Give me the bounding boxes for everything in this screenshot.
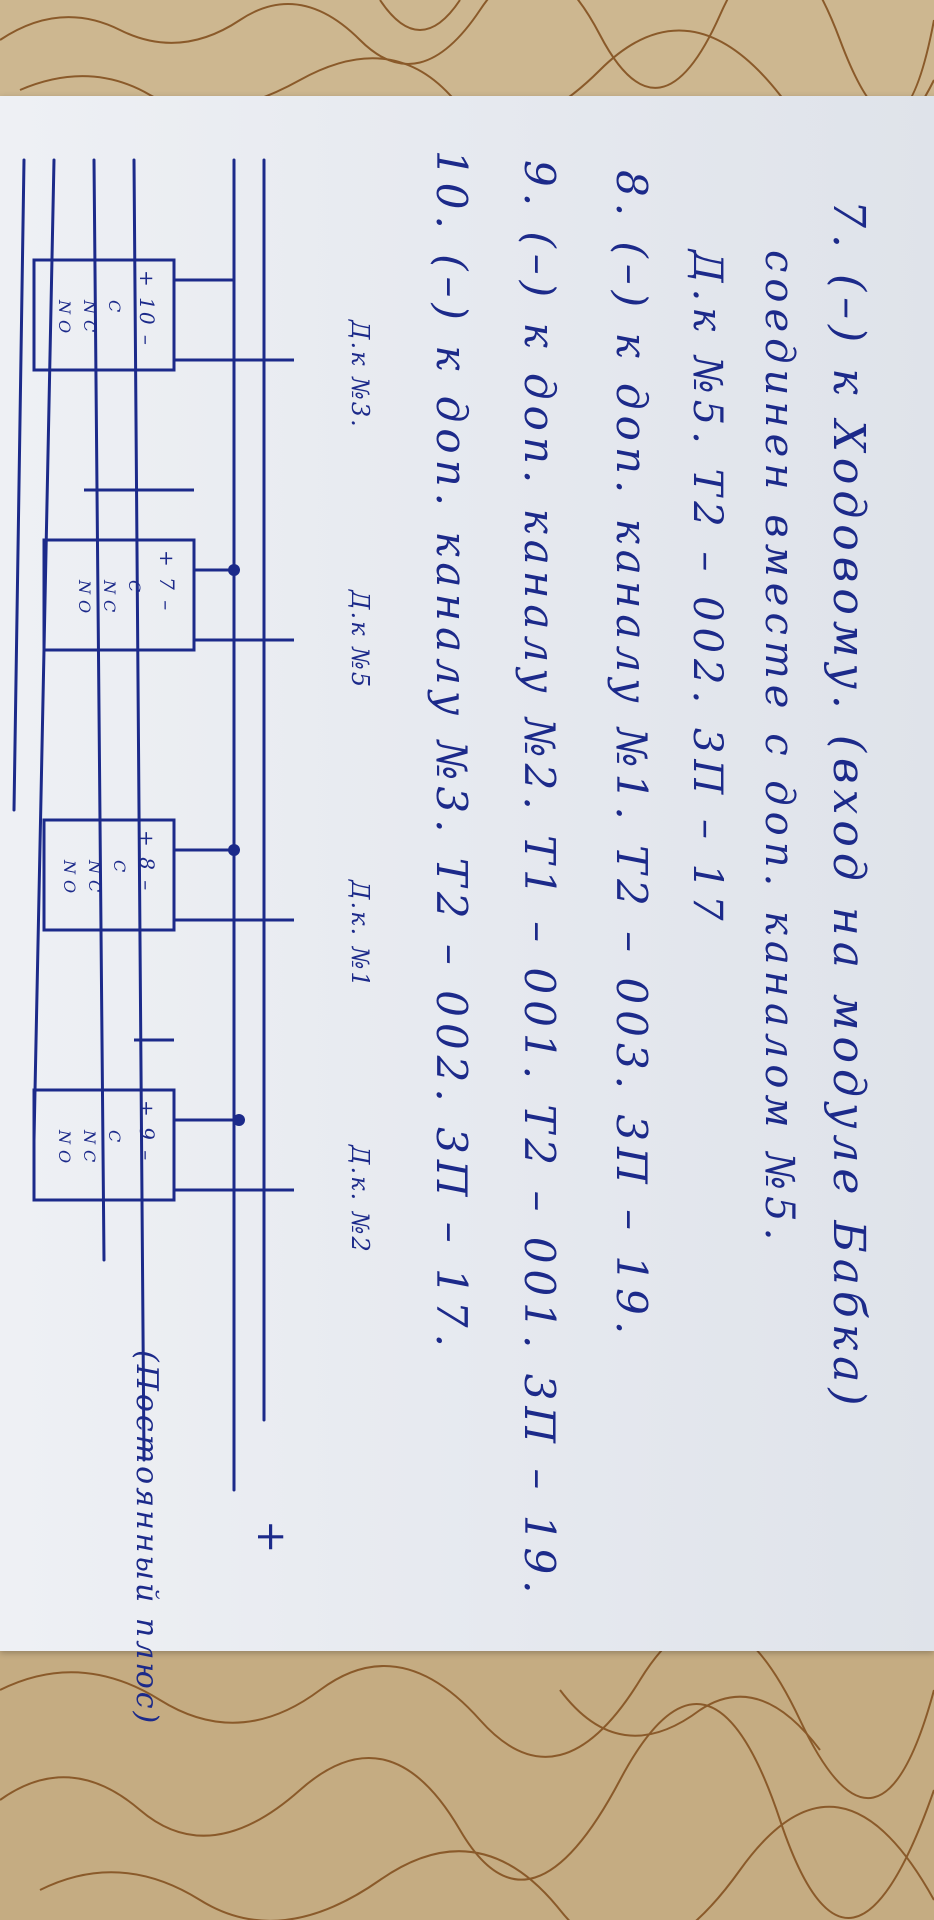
fabric-top [0,0,934,110]
module-10-pin-no: NO [55,300,74,340]
module-7-pin-no: NO [75,580,94,620]
module-8-number: + 8 – [135,830,159,893]
module-9-pin-c: C [105,1130,124,1149]
module-10-number: + 10 – [135,270,159,347]
wire-external-1 [132,158,146,1462]
module-10-pin-nc: NC [80,300,99,339]
module-9-number: + 9 – [135,1100,159,1163]
paper-sheet [0,96,934,1651]
module-9-pin-no: NO [55,1130,74,1170]
module-7-box [42,538,196,652]
module-8-pin-no: NO [60,860,79,900]
fabric-bottom [0,1630,934,1920]
wire-external-4 [12,158,26,812]
module-8-pin-c: C [110,860,129,879]
module-10-pin-c: C [105,300,124,319]
module-8-pin-nc: NC [85,860,104,899]
module-7-pin-nc: NC [100,580,119,619]
module-7-pin-c: C [125,580,144,599]
module-8-box [42,818,176,932]
module-9-box [32,1088,176,1202]
module-10-box [32,258,176,372]
module-9-pin-nc: NC [80,1130,99,1169]
wire-external-2 [92,158,106,1262]
module-7-number: + 7 – [155,550,179,613]
